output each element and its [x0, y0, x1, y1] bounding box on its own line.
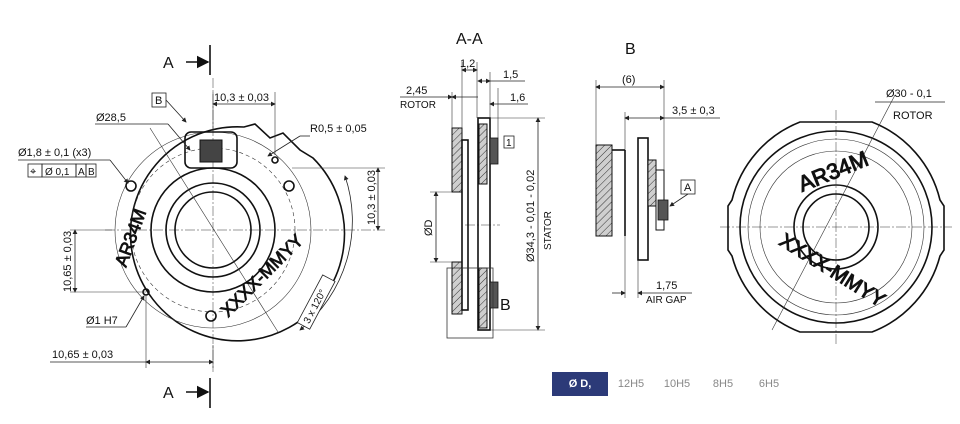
- dim-pin: Ø1 H7: [86, 315, 118, 327]
- rotor-detail: [595, 144, 613, 237]
- bore-size-option-8h5[interactable]: 8H5: [712, 378, 734, 390]
- dim-d34-3: Ø34,3 - 0,01 - 0,02: [525, 170, 537, 262]
- detail-b-view: B A (6) 3,5 ± 0,3 1,75 AIR GAP: [595, 41, 720, 306]
- rotor-view: AR34M XXXX-MMYY Ø30 - 0,1 ROTOR: [720, 88, 952, 344]
- sensor-chip: [489, 281, 499, 309]
- dim-10-3-right: 10,3 ± 0,03: [366, 170, 378, 225]
- detail-b-ref: B: [500, 297, 511, 314]
- label-rotor-right: ROTOR: [893, 110, 933, 122]
- position-tolerance-frame: ⌖ Ø 0,1 A B: [27, 163, 97, 178]
- rotor-outer-outline: [727, 121, 945, 333]
- detail-b-title: B: [625, 41, 636, 58]
- callout-b-box: B: [155, 95, 162, 107]
- label-stator: STATOR: [543, 211, 554, 250]
- dim-1-75: 1,75: [656, 280, 677, 292]
- section-a-top-label: A: [163, 55, 174, 72]
- mounting-hole: [125, 180, 137, 192]
- dim-10-65-left: 10,65 ± 0,03: [62, 231, 74, 292]
- dim-10-65-bottom: 10,65 ± 0,03: [52, 349, 113, 361]
- section-aa-view: A-A 1 B 1,2 1,5 2,45 ROTOR 1,6: [400, 31, 554, 339]
- bore-size-option-12h5[interactable]: 12H5: [617, 378, 645, 390]
- sensor-chip: [489, 137, 499, 165]
- dim-1-5: 1,5: [503, 69, 518, 81]
- section-a-bottom-label: A: [163, 385, 174, 402]
- tol-datum-a: A: [78, 167, 85, 178]
- stator-detail: [637, 137, 649, 261]
- tol-value: Ø 0,1: [45, 167, 70, 178]
- mounting-hole: [283, 180, 295, 192]
- dim-1-6: 1,6: [510, 92, 525, 104]
- logo-text-front-2: XXXX-MMYY: [217, 230, 308, 321]
- bore-size-header: Ø D, mm: [552, 372, 608, 414]
- dim-d30: Ø30 - 0,1: [886, 88, 932, 100]
- logo-text-rotor-2: XXXX-MMYY: [775, 230, 888, 312]
- tol-symbol: ⌖: [30, 166, 36, 178]
- label-rotor-section: ROTOR: [400, 100, 436, 111]
- dim-1-2: 1,2: [460, 58, 475, 70]
- logo-text-rotor-1: AR34M: [795, 146, 872, 197]
- dim-6: (6): [622, 74, 635, 86]
- dim-2-45: 2,45: [406, 85, 427, 97]
- section-aa-title: A-A: [456, 31, 483, 48]
- dim-angle-box: 3 x 120°: [296, 274, 336, 330]
- tol-datum-b: B: [88, 167, 95, 178]
- dim-hole-dia: Ø1,8 ± 0,1 (x3): [18, 147, 91, 159]
- bore-size-selector: Ø D, mm 12H5 10H5 8H5 6H5: [552, 372, 792, 414]
- dim-d28-5: Ø28,5: [96, 112, 126, 124]
- connector: [199, 139, 223, 163]
- callout-1-box: 1: [506, 138, 512, 149]
- rotor-outer-circle: [739, 130, 933, 324]
- bore-size-option-10h5[interactable]: 10H5: [663, 378, 691, 390]
- dim-3-5: 3,5 ± 0,3: [672, 105, 715, 117]
- dim-radius: R0,5 ± 0,05: [310, 123, 367, 135]
- pin-hole: [271, 156, 279, 164]
- rotor-part: [451, 127, 463, 193]
- rotor-part: [451, 261, 463, 315]
- bore-size-option-6h5[interactable]: 6H5: [758, 378, 780, 390]
- rotor-bore: [793, 184, 879, 270]
- detail-b-frame: [446, 267, 494, 339]
- mounting-hole: [205, 310, 217, 322]
- callout-a-box: A: [684, 182, 692, 194]
- dim-od: ØD: [423, 219, 435, 236]
- logo-text-front-1: AR34M: [111, 206, 150, 269]
- stator-part: [477, 117, 491, 331]
- label-air-gap: AIR GAP: [646, 295, 687, 306]
- dim-10-3-top: 10,3 ± 0,03: [214, 92, 269, 104]
- front-view: A A AR34M XXXX-MMYY Ø28,5 B: [18, 45, 385, 408]
- connector-housing: [184, 131, 238, 169]
